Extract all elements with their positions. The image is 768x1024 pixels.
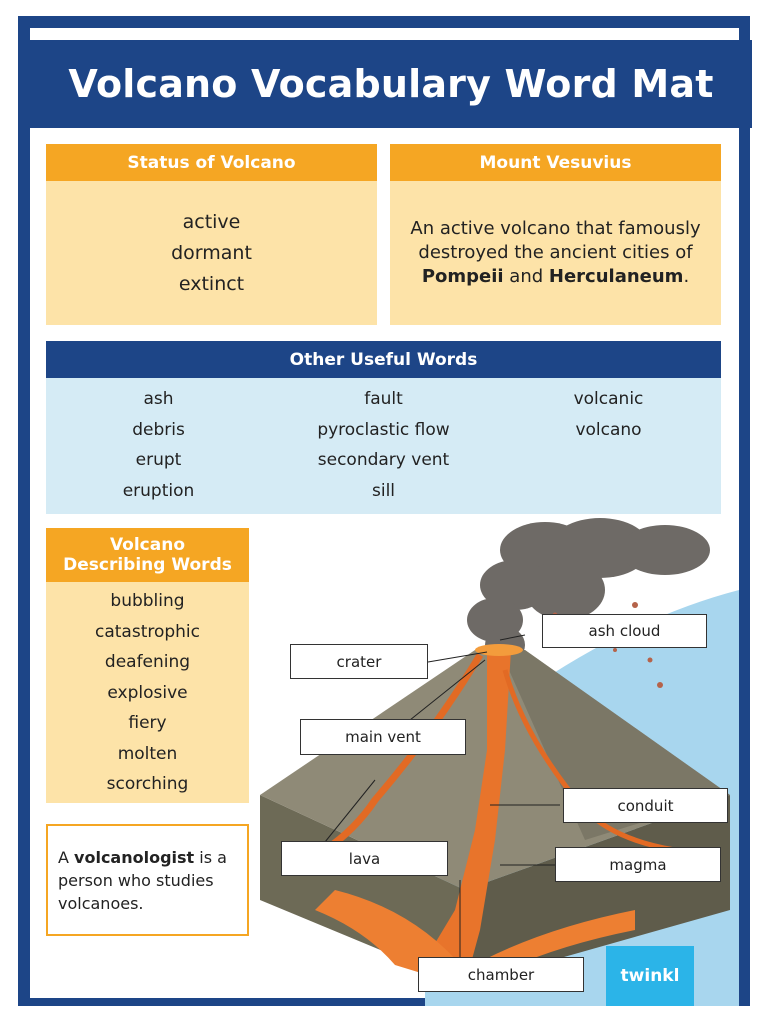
useful-word: debris [132, 419, 185, 440]
label-chamber: chamber [418, 957, 584, 992]
fact-text-end: is a person who studies volcanoes. [58, 848, 227, 913]
useful-word-grid: ash debris erupt eruption fault pyroclas… [46, 378, 721, 514]
fact-text: A [58, 848, 75, 867]
status-word: active [182, 210, 241, 233]
status-word-list: active dormant extinct [46, 181, 377, 325]
useful-word: secondary vent [317, 450, 450, 470]
fact-bold-term: volcanologist [74, 848, 195, 867]
describing-word: catastrophic [94, 621, 201, 642]
useful-word: eruption [122, 480, 195, 501]
ground-block-front-right [465, 795, 730, 985]
useful-word: volcanic [573, 389, 644, 409]
describing-words-box: Volcano Describing Words bubbling catast… [46, 528, 249, 803]
twinkl-logo: twinkl [606, 946, 694, 1006]
status-word: dormant [171, 241, 252, 264]
status-heading: Status of Volcano [46, 144, 377, 181]
describing-word: deafening [104, 652, 191, 672]
describing-word: molten [117, 743, 178, 764]
lava-conduit [425, 650, 511, 985]
label-conduit: conduit [563, 788, 728, 823]
describing-word: scorching [106, 774, 189, 794]
vesuvius-text-end: . [683, 266, 690, 287]
crater-glow [475, 644, 523, 656]
lava-surface-flow [323, 653, 484, 853]
mount-vesuvius-box: Mount Vesuvius An active volcano that fa… [390, 144, 721, 325]
describing-heading-line2: Describing Words [63, 555, 232, 575]
useful-heading: Other Useful Words [46, 341, 721, 378]
twinkl-logo-text: twinkl [620, 966, 680, 986]
label-ash-cloud: ash cloud [542, 614, 707, 648]
other-useful-words-box: Other Useful Words ash debris erupt erup… [46, 341, 721, 514]
describing-word-list: bubbling catastrophic deafening explosiv… [46, 582, 249, 803]
describing-heading: Volcano Describing Words [46, 528, 249, 582]
describing-heading-line1: Volcano [109, 535, 186, 555]
volcanologist-fact-box: A volcanologist is a person who studies … [46, 824, 249, 936]
useful-column: fault pyroclastic flow secondary vent si… [271, 378, 496, 514]
label-main-vent: main vent [300, 719, 466, 755]
useful-word: fault [364, 389, 403, 409]
useful-word: erupt [135, 450, 182, 470]
describing-word: explosive [107, 682, 188, 703]
label-leader-lines [324, 634, 560, 960]
vesuvius-text-mid: and [503, 266, 549, 287]
status-of-volcano-box: Status of Volcano active dormant extinct [46, 144, 377, 325]
page-title: Volcano Vocabulary Word Mat [68, 62, 714, 106]
useful-word: pyroclastic flow [317, 419, 450, 440]
label-magma: magma [555, 847, 721, 882]
useful-word: sill [371, 480, 396, 501]
vesuvius-heading: Mount Vesuvius [390, 144, 721, 181]
describing-word: bubbling [110, 591, 185, 611]
useful-column: ash debris erupt eruption [46, 378, 271, 514]
useful-word: volcano [575, 419, 642, 440]
vesuvius-description: An active volcano that famously destroye… [390, 181, 721, 325]
label-lava: lava [281, 841, 448, 876]
title-banner: Volcano Vocabulary Word Mat [30, 40, 752, 128]
useful-word: ash [143, 389, 174, 409]
vesuvius-text: An active volcano that famously destroye… [410, 218, 701, 263]
useful-column: volcanic volcano [496, 378, 721, 514]
ash-cloud-shape [467, 518, 710, 663]
vesuvius-bold-pompeii: Pompeii [421, 266, 504, 287]
describing-word: fiery [128, 713, 167, 733]
status-word: extinct [178, 272, 245, 295]
lava-magma-chamber [315, 890, 635, 988]
volcano-cross-section-illustration [260, 518, 739, 1006]
label-crater: crater [290, 644, 428, 679]
vesuvius-bold-herculaneum: Herculaneum [548, 266, 684, 287]
